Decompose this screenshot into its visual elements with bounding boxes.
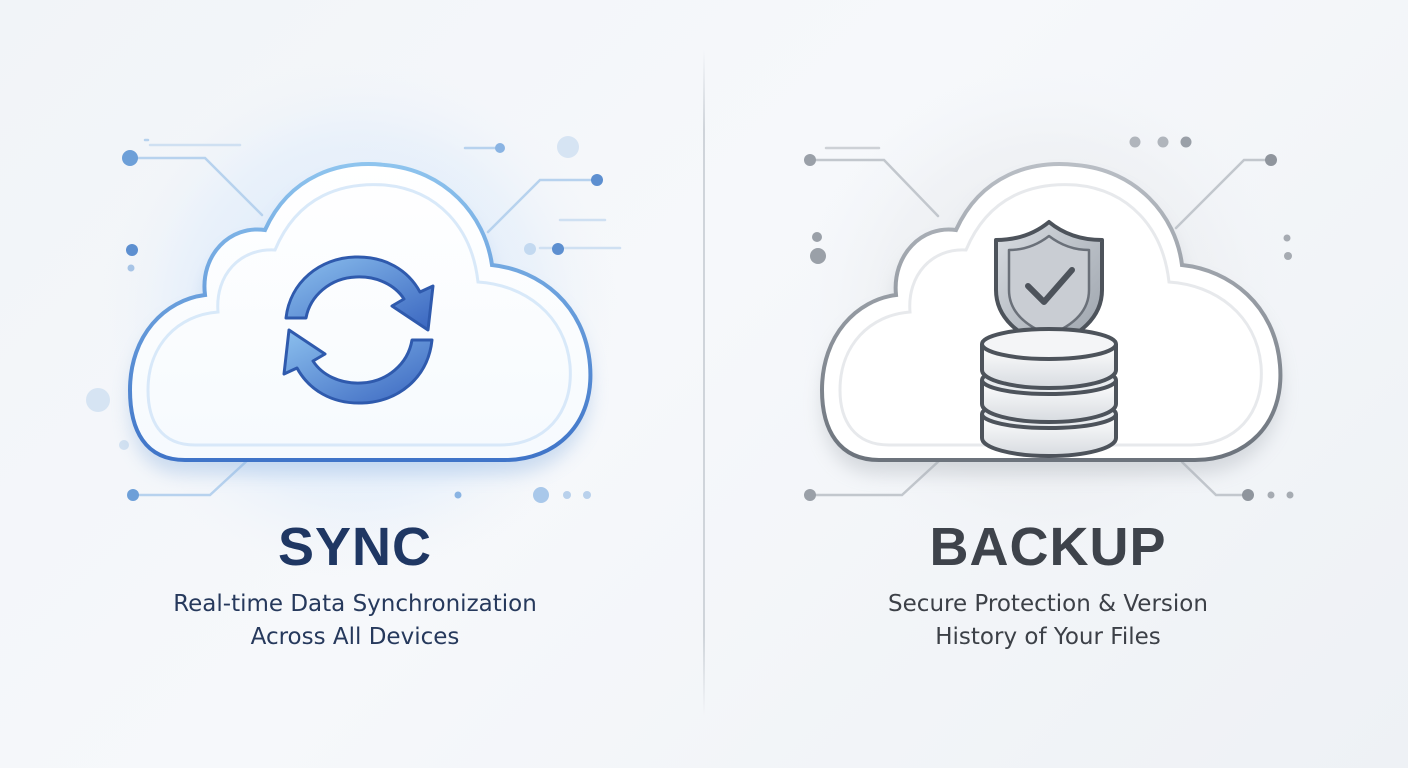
sync-arrows-icon [282,255,435,405]
backup-subtitle: Secure Protection & Version History of Y… [696,588,1400,654]
backup-circuit-dots [804,136,1294,501]
sync-title: SYNC [277,517,433,577]
sync-subtitle-line2: Across All Devices [250,624,460,650]
backup-subtitle-line1: Secure Protection & Version [888,591,1208,617]
backup-panel: BACKUP Secure Protection & Version Histo… [704,0,1408,768]
backup-illustration [799,68,1299,568]
center-divider [703,50,705,715]
sync-cloud [127,162,593,462]
sync-subtitle: Real-time Data Synchronization Across Al… [3,588,707,654]
sync-subtitle-line1: Real-time Data Synchronization [173,591,537,617]
backup-title: BACKUP [929,517,1167,577]
backup-subtitle-line2: History of Your Files [935,624,1161,650]
sync-circuit-dots [86,136,603,503]
shield-database-icon [980,220,1118,459]
sync-illustration [86,58,622,578]
sync-panel: SYNC Real-time Data Synchronization Acro… [3,58,707,654]
